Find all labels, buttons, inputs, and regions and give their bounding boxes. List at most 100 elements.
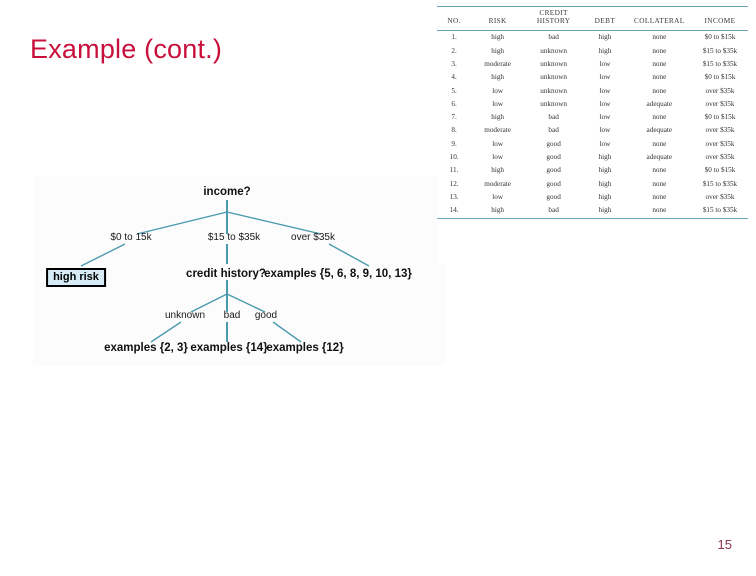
column-header-no: NO. [447, 16, 461, 26]
cell-risk: high [491, 206, 505, 215]
cell-credit-history: good [546, 179, 561, 188]
cell-risk: low [492, 153, 504, 162]
tree-leaf-examples-14: examples {14} [190, 342, 268, 354]
tree-edges [80, 200, 370, 343]
tree-edge-label-credit-bad: bad [223, 310, 241, 321]
cell-debt: high [598, 153, 612, 162]
cell-credit-history: unknown [540, 99, 567, 108]
cell-collateral: none [652, 206, 667, 215]
cell-credit-history: good [546, 192, 561, 201]
cell-debt: high [598, 179, 612, 188]
cell-risk: low [492, 192, 504, 201]
cell-income: $0 to $15k [704, 33, 736, 42]
cell-income: $15 to $35k [702, 179, 738, 188]
cell-no: 9. [451, 139, 457, 148]
tree-node-income: income? [203, 186, 251, 198]
cell-collateral: none [652, 33, 667, 42]
cell-risk: moderate [484, 59, 511, 68]
cell-collateral: adequate [646, 99, 673, 108]
cell-no: 8. [451, 126, 457, 135]
cell-no: 13. [449, 192, 459, 201]
cell-debt: high [598, 46, 612, 55]
page-title: Example (cont.) [30, 34, 223, 64]
cell-no: 2. [451, 46, 457, 55]
cell-no: 1. [451, 33, 457, 42]
cell-credit-history: good [546, 139, 561, 148]
cell-debt: high [598, 166, 612, 175]
tree-leaf-examples-2-3: examples {2, 3} [104, 342, 188, 354]
cell-no: 10. [449, 153, 459, 162]
tree-node-high-risk: high risk [46, 268, 106, 287]
table-row: 6. low unknown low adequate over $35k [437, 98, 748, 111]
cell-collateral: adequate [646, 126, 673, 135]
cell-income: $0 to $15k [704, 73, 736, 82]
credit-risk-table-figure: NO. RISK CREDIT HISTORY DEBT COLLATERAL … [437, 6, 748, 264]
table-header-row: NO. RISK CREDIT HISTORY DEBT COLLATERAL … [437, 6, 748, 31]
cell-income: $0 to $15k [704, 166, 736, 175]
tree-edge-label-income-high: over $35k [291, 232, 335, 243]
cell-debt: low [599, 86, 611, 95]
cell-no: 12. [449, 179, 459, 188]
tree-node-credit-history: credit history? [186, 268, 266, 280]
decision-tree-figure: income? $0 to 15k $15 to $35k over $35k … [33, 176, 445, 366]
cell-credit-history: unknown [540, 86, 567, 95]
cell-risk: high [491, 46, 505, 55]
cell-credit-history: unknown [540, 59, 567, 68]
page-number: 15 [717, 537, 732, 552]
cell-income: over $35k [705, 126, 735, 135]
cell-no: 6. [451, 99, 457, 108]
cell-income: $15 to $35k [702, 46, 738, 55]
cell-income: over $35k [705, 99, 735, 108]
cell-income: over $35k [705, 86, 735, 95]
cell-collateral: none [652, 192, 667, 201]
cell-credit-history: bad [548, 126, 559, 135]
cell-income: over $35k [705, 153, 735, 162]
cell-credit-history: bad [548, 113, 559, 122]
cell-credit-history: unknown [540, 73, 567, 82]
cell-income: $15 to $35k [702, 206, 738, 215]
cell-income: over $35k [705, 139, 735, 148]
cell-debt: low [599, 139, 611, 148]
cell-risk: moderate [484, 179, 511, 188]
cell-collateral: adequate [646, 153, 673, 162]
cell-no: 11. [449, 166, 459, 175]
credit-risk-table: NO. RISK CREDIT HISTORY DEBT COLLATERAL … [437, 6, 748, 219]
cell-risk: high [491, 73, 505, 82]
cell-credit-history: unknown [540, 46, 567, 55]
tree-leaf-examples-over35k: examples {5, 6, 8, 9, 10, 13} [264, 268, 412, 280]
column-header-income: INCOME [704, 16, 736, 26]
column-header-credit-history: CREDIT HISTORY [524, 7, 583, 31]
cell-risk: high [491, 113, 505, 122]
cell-debt: low [599, 59, 611, 68]
column-header-credit-line1: CREDIT [539, 8, 568, 17]
cell-debt: low [599, 99, 611, 108]
cell-collateral: none [652, 179, 667, 188]
column-header-collateral: COLLATERAL [634, 16, 685, 26]
cell-risk: high [491, 166, 505, 175]
cell-credit-history: bad [548, 33, 559, 42]
cell-debt: low [599, 73, 611, 82]
cell-collateral: none [652, 139, 667, 148]
cell-collateral: none [652, 46, 667, 55]
cell-risk: low [492, 99, 504, 108]
cell-risk: high [491, 33, 505, 42]
cell-debt: high [598, 192, 612, 201]
cell-no: 14. [449, 206, 459, 215]
cell-collateral: none [652, 86, 667, 95]
cell-collateral: none [652, 73, 667, 82]
column-header-risk: RISK [488, 16, 507, 26]
tree-leaf-examples-12: examples {12} [266, 342, 344, 354]
table-row: 12. moderate good high none $15 to $35k [437, 178, 748, 191]
cell-income: $0 to $15k [704, 113, 736, 122]
cell-no: 4. [451, 73, 457, 82]
table-row: 4. high unknown low none $0 to $15k [437, 71, 748, 84]
cell-no: 3. [451, 59, 457, 68]
